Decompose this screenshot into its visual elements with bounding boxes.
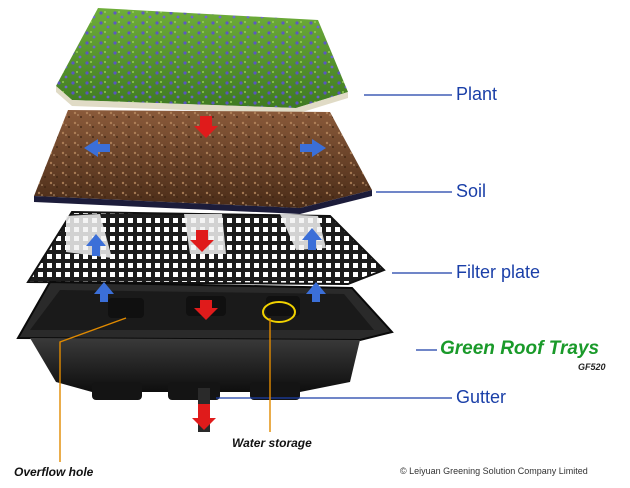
filter-plate-label: Filter plate — [456, 262, 541, 282]
red-arrow-icon — [194, 300, 218, 320]
filter-plate-layer — [26, 210, 386, 286]
red-arrow-icon — [190, 230, 214, 252]
product-title: Green Roof Trays — [440, 338, 600, 359]
red-arrow-icon — [194, 116, 218, 138]
blue-arrow-icon — [306, 282, 326, 302]
model-number: GF520 — [578, 362, 606, 372]
water-storage-marker — [262, 301, 296, 323]
blue-arrow-icon — [86, 234, 106, 256]
plant-layer — [56, 8, 348, 114]
blue-arrow-icon — [302, 228, 322, 250]
blue-arrow-icon — [94, 282, 114, 302]
leader-lines-orange — [59, 317, 271, 462]
soil-layer — [34, 110, 372, 214]
copyright-notice: © Leiyuan Greening Solution Company Limi… — [400, 466, 588, 476]
gutter-label: Gutter — [456, 387, 507, 407]
red-arrow-icon — [192, 404, 216, 430]
tray-layer — [16, 280, 394, 400]
blue-arrow-icon — [84, 139, 110, 157]
blue-arrow-icon — [300, 139, 326, 157]
soil-label: Soil — [456, 181, 487, 201]
gutter-pipe — [192, 388, 216, 432]
plant-label: Plant — [456, 84, 498, 104]
water-storage-label: Water storage — [232, 436, 312, 450]
leader-lines-blue — [216, 94, 452, 399]
overflow-hole-label: Overflow hole — [14, 465, 94, 479]
